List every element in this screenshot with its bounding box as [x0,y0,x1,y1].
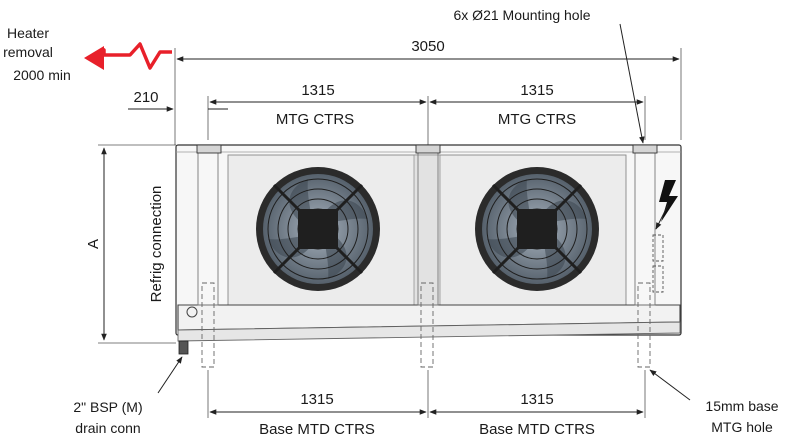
dimension-bottom-spacing-2: 1315 [520,391,553,408]
heater-label-line2: removal [3,44,53,60]
dimension-top-spacing-2: 1315 [520,82,553,99]
drain-label-line2: drain conn [75,420,140,436]
lightning-bolt-icon [659,180,678,222]
heater-removal-arrow-icon [84,42,172,70]
refrig-connection-label: Refrig connection [148,186,165,303]
dimension-overall-length: 3050 [411,38,444,55]
unit-body [175,144,682,355]
base-hole-label-line1: 15mm base [705,398,778,414]
electrical-leader [655,204,669,230]
dimension-top-spacing-1: 1315 [301,82,334,99]
dimension-bottom-spacing-1: 1315 [300,391,333,408]
mounting-hole-label: 6x Ø21 Mounting hole [454,7,591,23]
drain-label-line1: 2" BSP (M) [73,399,142,415]
drain-leader [157,356,183,394]
fan-icon [475,167,599,291]
heater-label-line1: Heater [7,25,49,41]
caption-top-2: MTG CTRS [498,111,576,128]
base-hole-label-line2: MTG hole [711,419,773,435]
caption-bottom-1: Base MTD CTRS [259,421,375,438]
dimension-height-a: A [85,239,102,249]
fan-icon [256,167,380,291]
base-hole-leader [649,369,691,401]
caption-bottom-2: Base MTD CTRS [479,421,595,438]
dimension-offset: 210 [133,89,158,106]
mounting-hole-leader [619,23,645,144]
caption-top-1: MTG CTRS [276,111,354,128]
heater-label-line3: 2000 min [13,67,71,83]
